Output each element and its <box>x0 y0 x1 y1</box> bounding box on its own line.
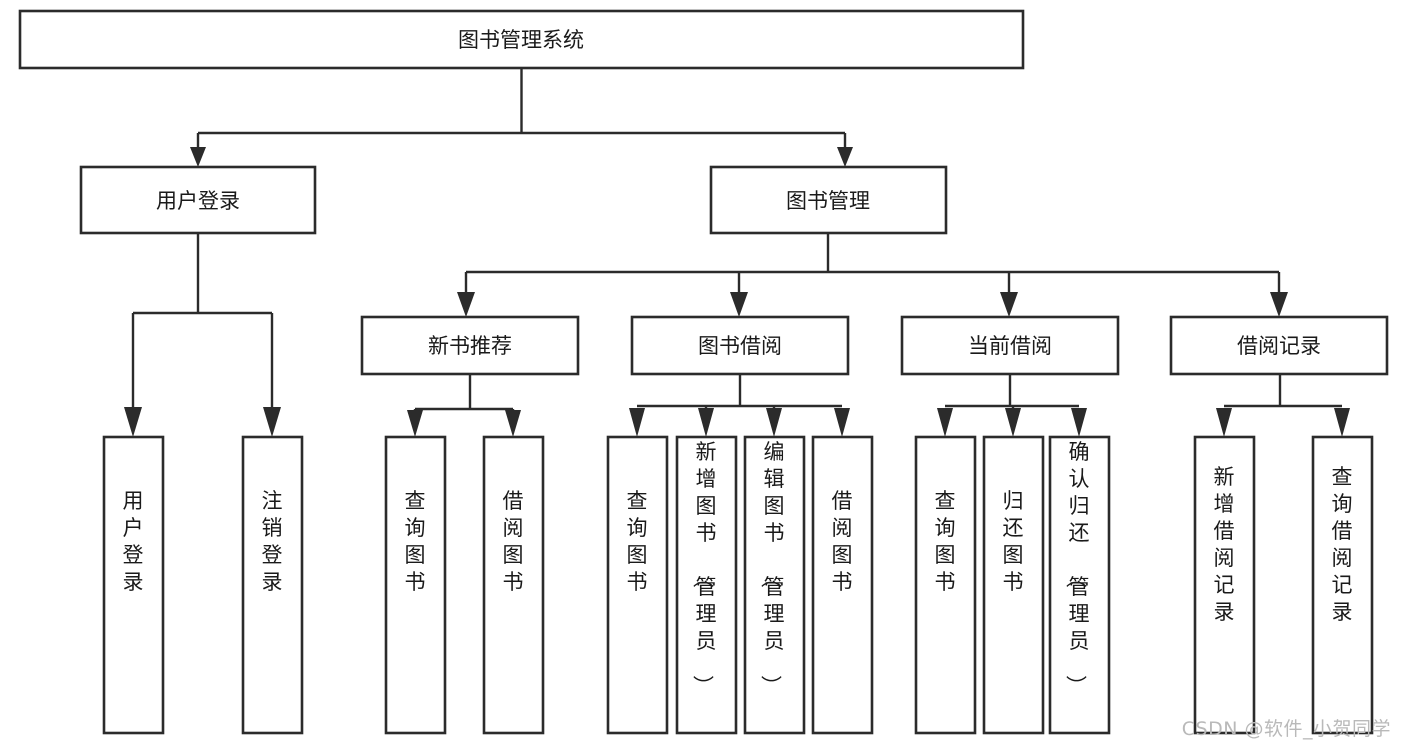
node-new-book-recommend[interactable]: 新书推荐 <box>360 315 580 376</box>
node-box-new-book-recommend[interactable] <box>360 315 580 376</box>
node-user-login[interactable]: 用户登录 <box>79 165 317 235</box>
node-box-leaf-add-book[interactable] <box>675 435 738 735</box>
node-box-leaf-user-login[interactable] <box>102 435 165 735</box>
node-label-leaf-query-book-1: 查询图书 <box>405 489 426 594</box>
node-box-current-borrow[interactable] <box>900 315 1120 376</box>
arrow-head-leaf-edit-book <box>766 408 782 437</box>
arrow-head-leaf-borrow-book-2 <box>834 408 850 437</box>
node-box-book-borrow[interactable] <box>630 315 850 376</box>
node-label-book-management: 图书管理 <box>786 189 870 213</box>
node-label-leaf-logout-login: 注销登录 <box>262 489 283 594</box>
node-label-leaf-edit-book: 编辑图书（管理员） <box>759 440 785 696</box>
node-label-leaf-user-login: 用户登录 <box>123 489 144 594</box>
arrow-head-leaf-query-book-1 <box>407 410 423 437</box>
arrow-head-leaf-add-book <box>698 408 714 437</box>
node-leaf-query-book-2[interactable]: 查询图书 <box>606 435 669 735</box>
node-box-leaf-query-book-3[interactable] <box>914 435 977 735</box>
node-label-book-borrow: 图书借阅 <box>698 334 782 358</box>
node-leaf-user-login[interactable]: 用户登录 <box>102 435 165 735</box>
node-leaf-add-book[interactable]: 新增图书（管理员） <box>675 435 738 735</box>
node-box-leaf-borrow-book-1[interactable] <box>482 435 545 735</box>
arrow-head-leaf-add-record <box>1216 408 1232 437</box>
node-leaf-borrow-book-2[interactable]: 借阅图书 <box>811 435 874 735</box>
node-label-current-borrow: 当前借阅 <box>968 334 1052 358</box>
arrow-head-leaf-logout-login <box>263 407 281 437</box>
arrow-head-leaf-query-book-3 <box>937 408 953 437</box>
node-box-book-management[interactable] <box>709 165 948 235</box>
node-box-leaf-return-book[interactable] <box>982 435 1045 735</box>
node-leaf-edit-book[interactable]: 编辑图书（管理员） <box>743 435 806 735</box>
node-box-user-login[interactable] <box>79 165 317 235</box>
node-label-leaf-add-book: 新增图书（管理员） <box>691 440 717 696</box>
arrow-head-leaf-confirm-return <box>1071 408 1087 437</box>
node-label-leaf-query-book-3: 查询图书 <box>935 489 956 594</box>
arrow-head-leaf-return-book <box>1005 408 1021 437</box>
node-box-leaf-logout-login[interactable] <box>241 435 304 735</box>
node-label-leaf-confirm-return: 确认归还（管理员） <box>1064 440 1090 696</box>
node-leaf-query-book-3[interactable]: 查询图书 <box>914 435 977 735</box>
node-current-borrow[interactable]: 当前借阅 <box>900 315 1120 376</box>
node-label-user-login: 用户登录 <box>156 189 240 213</box>
node-box-leaf-query-book-2[interactable] <box>606 435 669 735</box>
node-leaf-return-book[interactable]: 归还图书 <box>982 435 1045 735</box>
node-label-leaf-add-record: 新增借阅记录 <box>1214 465 1235 624</box>
node-box-leaf-confirm-return[interactable] <box>1048 435 1111 735</box>
arrow-head-leaf-query-record <box>1334 408 1350 437</box>
node-label-leaf-query-book-2: 查询图书 <box>627 489 648 594</box>
node-label-new-book-recommend: 新书推荐 <box>428 334 512 358</box>
node-borrow-record[interactable]: 借阅记录 <box>1169 315 1389 376</box>
node-label-leaf-borrow-book-1: 借阅图书 <box>503 489 524 594</box>
node-box-leaf-query-record[interactable] <box>1311 435 1374 735</box>
node-leaf-confirm-return[interactable]: 确认归还（管理员） <box>1048 435 1111 735</box>
node-title-root[interactable]: 图书管理系统 <box>18 9 1025 70</box>
arrow-head-leaf-query-book-2 <box>629 408 645 437</box>
node-leaf-borrow-book-1[interactable]: 借阅图书 <box>482 435 545 735</box>
node-leaf-query-book-1[interactable]: 查询图书 <box>384 435 447 735</box>
node-box-root[interactable] <box>18 9 1025 70</box>
connector-layer <box>124 68 1350 437</box>
arrow-head-borrow-record <box>1270 292 1288 317</box>
arrow-head-book-management <box>837 147 853 167</box>
node-label-leaf-borrow-book-2: 借阅图书 <box>832 489 853 594</box>
node-box-leaf-query-book-1[interactable] <box>384 435 447 735</box>
node-box-leaf-edit-book[interactable] <box>743 435 806 735</box>
arrow-head-new-book-recommend <box>457 292 475 317</box>
node-label-borrow-record: 借阅记录 <box>1237 334 1321 358</box>
arrow-head-current-borrow <box>1000 292 1018 317</box>
node-book-borrow[interactable]: 图书借阅 <box>630 315 850 376</box>
arrow-head-user-login <box>190 147 206 167</box>
node-box-leaf-borrow-book-2[interactable] <box>811 435 874 735</box>
node-book-management[interactable]: 图书管理 <box>709 165 948 235</box>
node-leaf-logout-login[interactable]: 注销登录 <box>241 435 304 735</box>
node-leaf-query-record[interactable]: 查询借阅记录 <box>1311 435 1374 735</box>
csdn-watermark: CSDN @软件_小贺同学 <box>1181 718 1391 740</box>
node-box-leaf-add-record[interactable] <box>1193 435 1256 735</box>
arrow-head-leaf-borrow-book-1 <box>505 410 521 437</box>
arrow-head-leaf-user-login <box>124 407 142 437</box>
node-label-leaf-query-record: 查询借阅记录 <box>1332 465 1353 624</box>
arrow-head-book-borrow <box>730 292 748 317</box>
node-label-root: 图书管理系统 <box>458 28 584 52</box>
node-leaf-add-record[interactable]: 新增借阅记录 <box>1193 435 1256 735</box>
node-box-borrow-record[interactable] <box>1169 315 1389 376</box>
node-label-leaf-return-book: 归还图书 <box>1003 489 1024 594</box>
